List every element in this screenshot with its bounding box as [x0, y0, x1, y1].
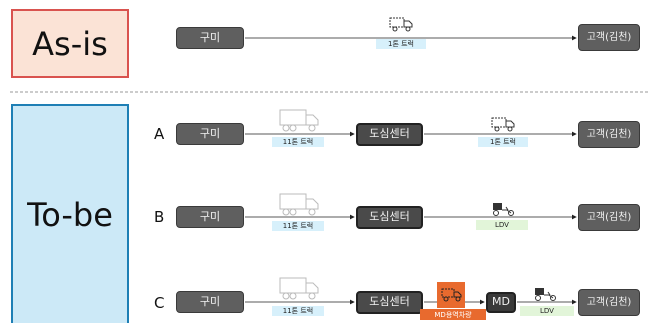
row-c-letter: C: [154, 294, 165, 312]
row-b-11ton-tag: 11톤 트럭: [272, 221, 324, 231]
row-c-ldv-tag: LDV: [520, 306, 574, 316]
row-a-11ton-tag: 11톤 트럭: [272, 137, 324, 147]
row-b-center-node: 도심센터: [356, 206, 423, 229]
small-truck-icon: [491, 117, 515, 132]
row-c-gumi-node: 구미: [176, 291, 244, 313]
row-a-letter: A: [154, 125, 165, 143]
large-truck-icon: [279, 193, 319, 216]
asis-gumi-node: 구미: [176, 27, 244, 49]
row-a-gumi-node: 구미: [176, 123, 244, 145]
large-truck-icon: [279, 109, 319, 132]
ldv-cargo-bike-icon: [493, 203, 514, 216]
row-c-11ton-tag: 11톤 트럭: [272, 306, 324, 316]
asis-label: As-is: [32, 24, 108, 63]
small-truck-icon: [389, 17, 413, 32]
ldv-cargo-bike-icon: [535, 288, 556, 301]
row-a-1ton-tag: 1톤 트럭: [478, 137, 528, 147]
asis-customer-node: 고객(김천): [578, 24, 640, 51]
row-a-customer-node: 고객(김천): [578, 121, 640, 148]
row-b-customer-node: 고객(김천): [578, 204, 640, 231]
row-c-customer-node: 고객(김천): [578, 289, 640, 316]
row-b-gumi-node: 구미: [176, 206, 244, 228]
asis-truck-tag: 1톤 트럭: [376, 39, 426, 49]
row-b-ldv-tag: LDV: [476, 220, 528, 230]
large-truck-icon: [279, 277, 319, 300]
md-node: MD: [486, 292, 516, 313]
row-a-center-node: 도심센터: [356, 123, 423, 146]
row-b-letter: B: [154, 208, 165, 226]
row-c-center-node: 도심센터: [356, 291, 423, 314]
asis-box: As-is: [11, 9, 129, 78]
small-truck-icon: [441, 288, 462, 302]
md-vehicle-tag: MD용역차량: [420, 309, 486, 320]
tobe-box: To-be: [11, 104, 129, 323]
md-vehicle-icon-box: [437, 282, 465, 308]
tobe-label: To-be: [27, 195, 113, 234]
